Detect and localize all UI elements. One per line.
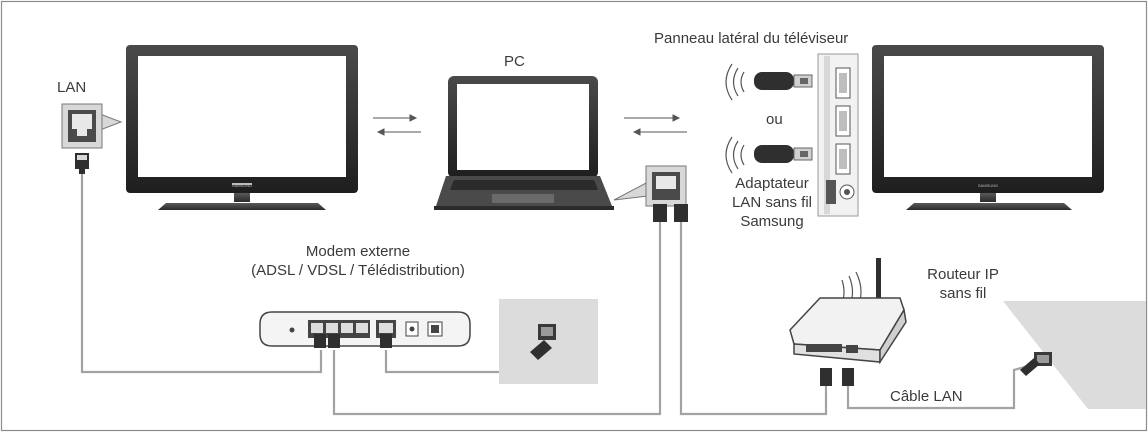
left-tv (126, 45, 358, 210)
router-line-1: Routeur IP (927, 266, 999, 283)
right-tv-logo: SAMSUNG (978, 183, 998, 188)
pc-label: PC (504, 53, 525, 70)
pc-lan-plugs (653, 204, 688, 222)
right-tv (872, 45, 1104, 210)
tv-side-panel (817, 53, 859, 217)
usb-adapter-bottom (725, 136, 813, 174)
left-tv-logo: SAMSUNG (232, 183, 252, 188)
wall-outlet-right (1003, 301, 1146, 409)
modem-label: Modem externe (ADSL / VDSL / Télédistrib… (218, 242, 498, 280)
router-label: Routeur IP sans fil (908, 265, 1018, 303)
lan-cable-label: Câble LAN (890, 388, 963, 405)
cable-router-to-wall (846, 364, 1029, 410)
wireless-adapter-label: Adaptateur LAN sans fil Samsung (702, 174, 842, 231)
modem-line-1: Modem externe (305, 243, 411, 260)
lan-port-callout (61, 103, 123, 149)
adapter-line-2: LAN sans fil (731, 194, 813, 211)
external-modem (259, 311, 471, 348)
data-exchange-arrows-1 (373, 114, 421, 136)
lan-plug-icon (75, 153, 89, 174)
wall-outlet-middle (499, 299, 598, 384)
adapter-line-1: Adaptateur (735, 175, 809, 192)
data-exchange-arrows-2 (624, 114, 687, 136)
laptop (434, 76, 614, 210)
pc-lan-port-callout (613, 165, 687, 207)
usb-adapter-top (725, 63, 813, 101)
cable-pc-to-router (679, 220, 828, 416)
wireless-router (789, 258, 907, 386)
lan-label: LAN (57, 79, 87, 96)
or-label: ou (766, 111, 783, 128)
adapter-line-3: Samsung (740, 213, 804, 230)
cable-modem-to-pc (332, 220, 662, 416)
router-line-2: sans fil (939, 285, 987, 302)
cable-tv-to-modem (80, 173, 323, 374)
tv-side-panel-label: Panneau latéral du téléviseur (654, 30, 849, 47)
modem-line-2: (ADSL / VDSL / Télédistribution) (251, 262, 465, 279)
